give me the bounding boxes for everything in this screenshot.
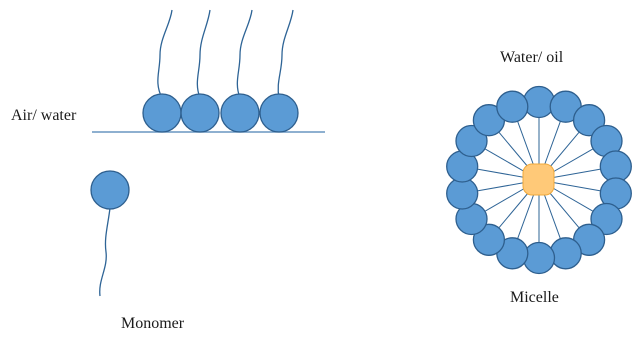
micelle-head bbox=[522, 85, 556, 119]
micelle-head bbox=[590, 202, 623, 236]
monomer-head bbox=[259, 93, 299, 133]
micelle-head bbox=[522, 241, 556, 275]
micelle-core bbox=[522, 163, 555, 196]
interface-monomer-1 bbox=[142, 9, 182, 133]
micelle-head bbox=[572, 104, 606, 137]
monomer-tail bbox=[157, 9, 173, 99]
micelle bbox=[446, 85, 632, 275]
interface-monomer-4 bbox=[259, 9, 299, 133]
micelle-head bbox=[472, 223, 506, 256]
monomer-tail bbox=[196, 9, 211, 99]
free-monomer bbox=[90, 170, 130, 297]
air-water-interface-group bbox=[92, 9, 325, 133]
micelle-heads bbox=[446, 85, 632, 275]
monomer-tail bbox=[236, 9, 253, 99]
monomer-head bbox=[180, 93, 220, 133]
micelle-head bbox=[455, 124, 488, 158]
micelle-head bbox=[496, 90, 529, 123]
micelle-head bbox=[549, 237, 582, 270]
water-oil-label: Water/ oil bbox=[500, 49, 564, 66]
interface-monomer-3 bbox=[220, 9, 260, 133]
monomer-tail bbox=[99, 207, 111, 297]
monomer-head bbox=[220, 93, 260, 133]
micelle-label: Micelle bbox=[510, 289, 559, 306]
monomer-tail bbox=[277, 9, 294, 99]
interface-monomer-2 bbox=[180, 9, 220, 133]
air-water-label: Air/ water bbox=[11, 107, 77, 124]
monomer-head bbox=[142, 93, 182, 133]
monomer-label: Monomer bbox=[121, 315, 185, 332]
monomer-head bbox=[90, 170, 130, 210]
